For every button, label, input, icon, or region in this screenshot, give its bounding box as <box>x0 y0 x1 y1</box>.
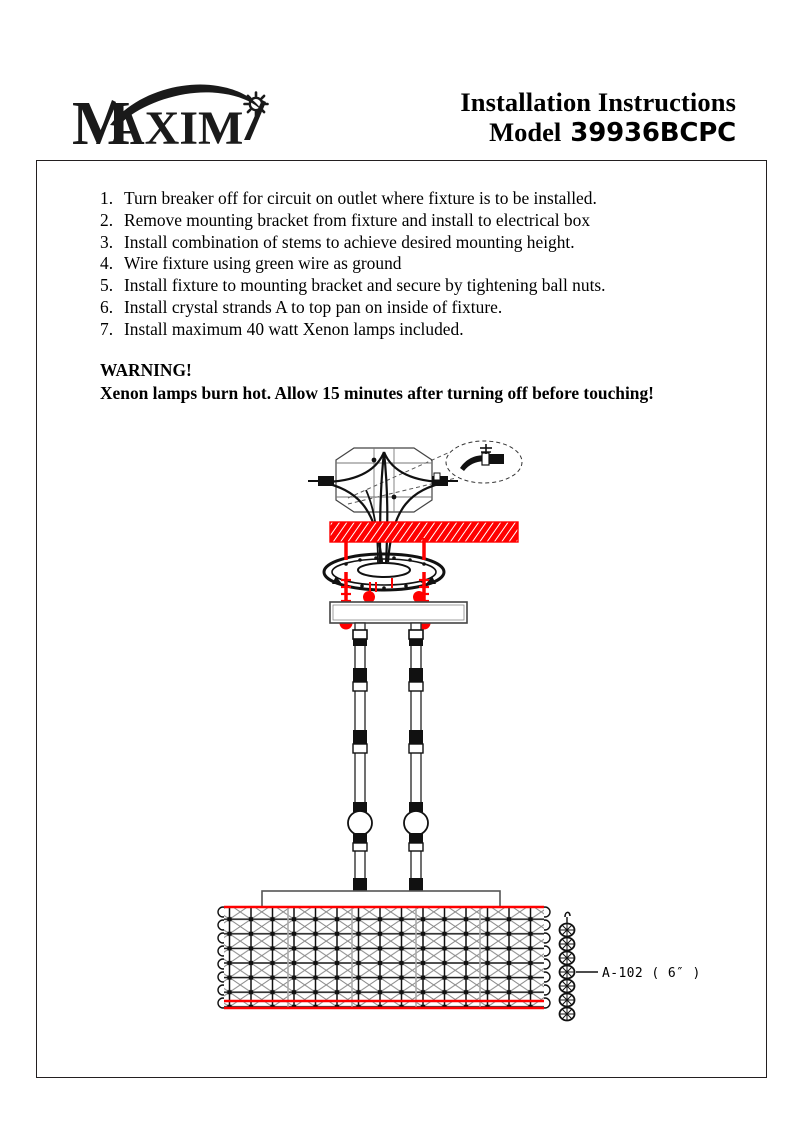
page-border <box>36 160 767 1078</box>
step-number: 3. <box>100 231 114 252</box>
model-number: 39936BCPC <box>570 118 736 149</box>
instruction-list: 1. Turn breaker off for circuit on outle… <box>100 188 740 341</box>
warning-body: Xenon lamps burn hot. Allow 15 minutes a… <box>100 382 654 403</box>
crystal-shade <box>217 905 551 1010</box>
svg-text:AXIM: AXIM <box>110 102 243 150</box>
bead <box>558 992 576 1008</box>
canopy-ring <box>322 552 446 592</box>
list-item: 7. Install maximum 40 watt Xenon lamps i… <box>100 319 740 341</box>
bead <box>558 978 576 994</box>
page-title: Installation Instructions <box>460 87 736 117</box>
warning-heading: WARNING! <box>100 360 192 380</box>
step-number: 1. <box>100 188 114 208</box>
junction-box-assembly <box>308 447 458 565</box>
step-number: 4. <box>100 253 114 274</box>
bead <box>558 922 576 938</box>
bead <box>558 950 576 966</box>
warning-block: WARNING! Xenon lamps burn hot. Allow 15 … <box>100 359 654 404</box>
list-item: 6. Install crystal strands A to top pan … <box>100 297 740 319</box>
step-text: Install maximum 40 watt Xenon lamps incl… <box>124 318 464 339</box>
step-text: Install crystal strands A to top pan on … <box>124 296 503 317</box>
list-item: 2. Remove mounting bracket from fixture … <box>100 210 740 232</box>
crystal-strand-label: A-102 ( 6″ ) <box>602 966 701 981</box>
list-item: 5. Install fixture to mounting bracket a… <box>100 275 740 297</box>
document-header: M AXIM Installation Instructions Model 39… <box>0 0 802 160</box>
step-number: 2. <box>100 209 114 230</box>
step-text: Install combination of stems to achieve … <box>124 231 575 252</box>
list-item: 3. Install combination of stems to achie… <box>100 232 740 254</box>
bead <box>558 936 576 952</box>
model-label: Model <box>489 117 562 148</box>
step-text: Install fixture to mounting bracket and … <box>124 275 606 296</box>
fixture-assembly-diagram: A-102 ( 6″ ) <box>36 160 767 1078</box>
list-item: 4. Wire fixture using green wire as grou… <box>100 253 740 275</box>
stem-assembly <box>347 622 429 899</box>
bead <box>558 1006 576 1022</box>
model-line: Model 39936BCPC <box>460 118 736 148</box>
step-text: Wire fixture using green wire as ground <box>124 253 402 274</box>
list-item: 1. Turn breaker off for circuit on outle… <box>100 188 740 210</box>
svg-text:M: M <box>72 90 129 150</box>
title-block: Installation Instructions Model 39936BCPC <box>460 88 736 148</box>
step-number: 7. <box>100 318 114 339</box>
canopy-plate <box>329 591 468 624</box>
step-text: Remove mounting bracket from fixture and… <box>124 209 591 230</box>
step-number: 6. <box>100 296 114 317</box>
maxim-logo: M AXIM <box>66 78 366 158</box>
bead <box>558 964 576 980</box>
step-number: 5. <box>100 275 114 296</box>
crystal-strand-callout: A-102 ( 6″ ) <box>558 911 701 1022</box>
step-text: Turn breaker off for circuit on outlet w… <box>124 188 597 208</box>
